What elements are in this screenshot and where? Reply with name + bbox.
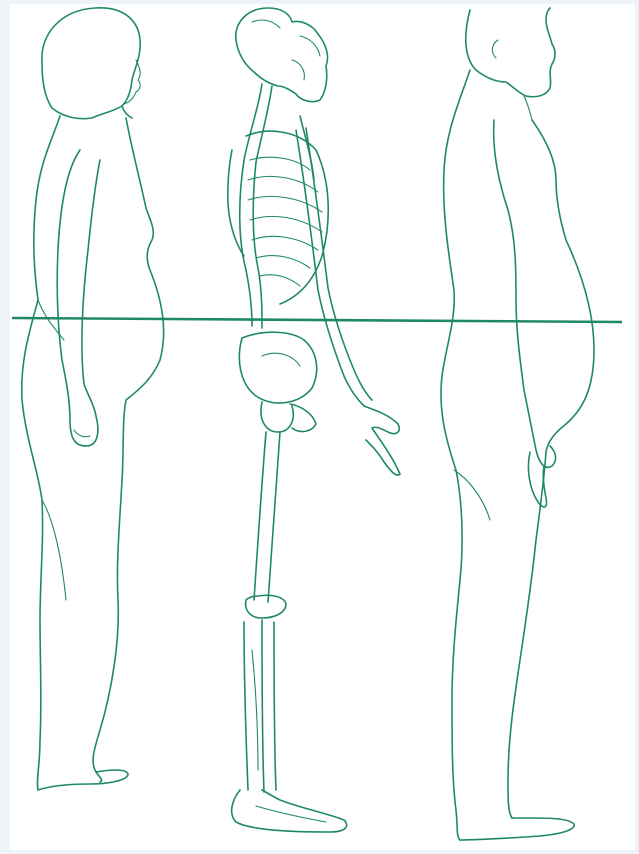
drawing-panel xyxy=(10,4,635,850)
